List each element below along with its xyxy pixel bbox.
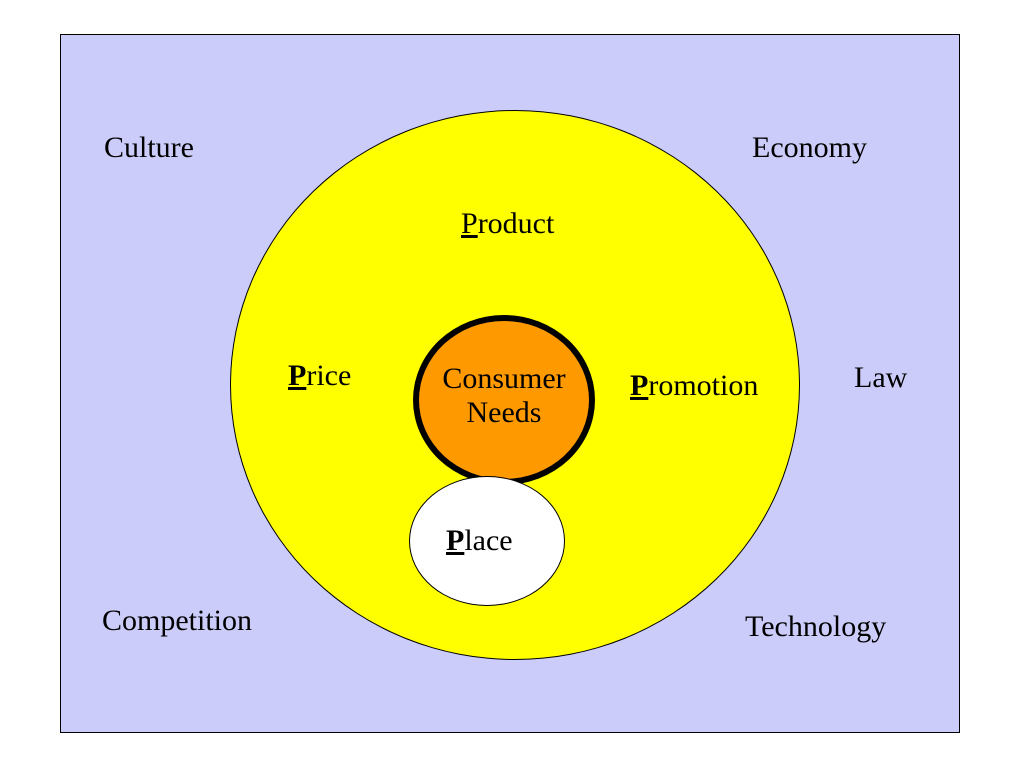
promotion-initial: P (630, 369, 649, 402)
price-initial: P (288, 359, 307, 392)
technology-label: Technology (745, 610, 887, 643)
consumer-needs-label: Consumer Needs (413, 362, 595, 430)
place-circle (409, 476, 565, 606)
product-label: Product (461, 207, 554, 241)
product-initial: P (461, 207, 478, 240)
place-rest: lace (464, 524, 513, 557)
consumer-needs-line1: Consumer (442, 362, 566, 395)
competition-label: Competition (102, 604, 252, 637)
consumer-needs-line2: Needs (466, 396, 542, 429)
price-label: Price (288, 359, 351, 393)
price-rest: rice (306, 359, 352, 392)
law-label: Law (854, 361, 908, 394)
product-rest: roduct (477, 207, 555, 240)
promotion-label: Promotion (630, 369, 758, 403)
place-initial: P (446, 524, 465, 557)
promotion-rest: romotion (648, 369, 759, 402)
place-label: Place (446, 524, 513, 558)
economy-label: Economy (752, 131, 867, 164)
culture-label: Culture (104, 131, 194, 164)
